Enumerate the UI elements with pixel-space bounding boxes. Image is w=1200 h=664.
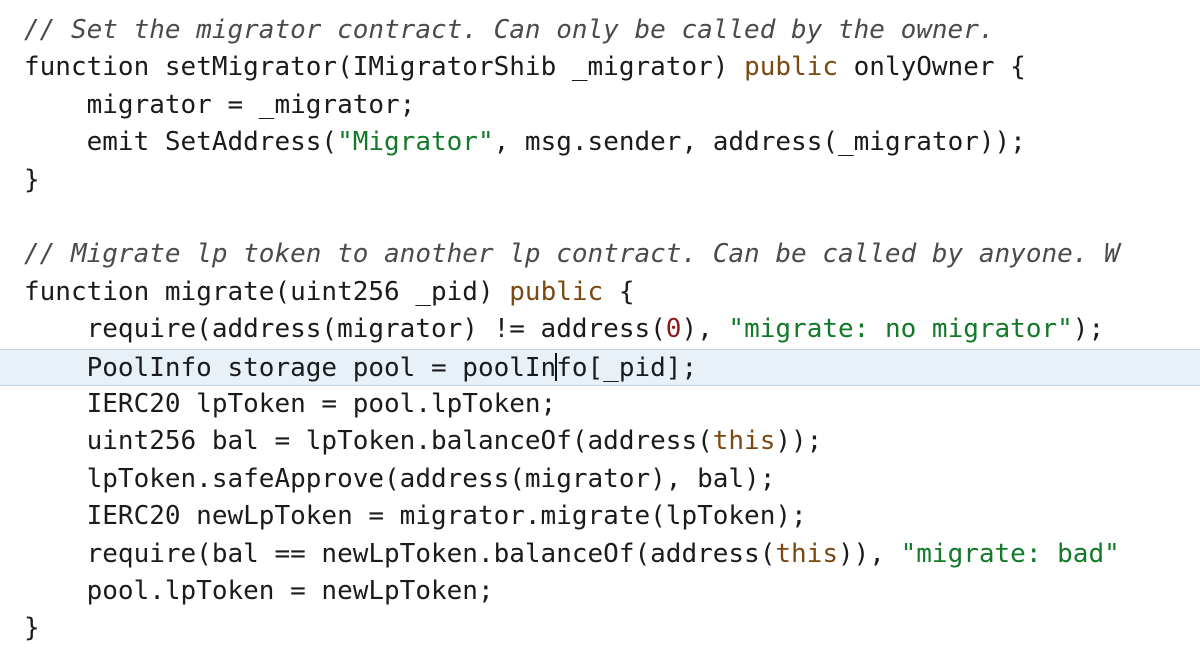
code-token-plain: emit SetAddress( bbox=[24, 127, 338, 158]
code-line[interactable]: lpToken.safeApprove(address(migrator), b… bbox=[0, 461, 1200, 498]
code-token-number: 0 bbox=[665, 314, 682, 345]
code-token-plain: migrator = _migrator; bbox=[24, 89, 416, 120]
code-token-plain: migrate(uint256 _pid) bbox=[149, 276, 510, 307]
code-token-plain: lpToken.safeApprove(address(migrator), b… bbox=[24, 463, 776, 494]
code-token-plain: { bbox=[603, 276, 635, 307]
code-token-plain: setMigrator(IMigratorShib _migrator) bbox=[149, 52, 745, 83]
code-line[interactable]: emit SetAddress("Migrator", msg.sender, … bbox=[0, 124, 1200, 161]
code-token-plain: ); bbox=[1072, 314, 1105, 345]
code-token-plain: IERC20 lpToken = pool.lpToken; bbox=[24, 389, 557, 419]
code-line[interactable]: } bbox=[0, 610, 1200, 647]
code-line[interactable]: require(address(migrator) != address(0),… bbox=[0, 311, 1200, 348]
code-token-plain: , msg.sender, address(_migrator)); bbox=[493, 127, 1026, 158]
code-line[interactable]: migrator = _migrator; bbox=[0, 87, 1200, 124]
code-token-plain: )), bbox=[837, 538, 901, 569]
code-line[interactable]: uint256 bal = lpToken.balanceOf(address(… bbox=[0, 423, 1200, 460]
code-token-plain: } bbox=[24, 613, 40, 644]
code-token-keyword: function bbox=[24, 52, 150, 83]
code-token-plain: pool.lpToken = newLpToken; bbox=[24, 576, 494, 606]
code-token-modifier: public bbox=[509, 276, 604, 307]
code-token-plain: require(address(migrator) != address( bbox=[24, 314, 666, 345]
code-token-plain: onlyOwner { bbox=[837, 52, 1026, 83]
code-line[interactable]: IERC20 lpToken = pool.lpToken; bbox=[0, 386, 1200, 423]
code-line[interactable]: require(bal == newLpToken.balanceOf(addr… bbox=[0, 536, 1200, 573]
code-token-plain: ), bbox=[681, 314, 729, 345]
code-line[interactable]: } bbox=[0, 162, 1200, 199]
code-token-plain: require(bal == newLpToken.balanceOf(addr… bbox=[24, 538, 776, 569]
code-line[interactable]: pool.lpToken = newLpToken; bbox=[0, 573, 1200, 610]
code-token-plain: IERC20 newLpToken = migrator.migrate(lpT… bbox=[24, 501, 807, 532]
code-line[interactable]: function setMigrator(IMigratorShib _migr… bbox=[0, 49, 1200, 86]
code-token-this: this bbox=[775, 538, 838, 569]
code-line[interactable]: // Migrate lp token to another lp contra… bbox=[0, 236, 1200, 273]
code-token-comment: // Migrate lp token to another lp contra… bbox=[24, 239, 1120, 270]
code-line-current[interactable]: PoolInfo storage pool = poolInfo[_pid]; bbox=[0, 348, 1200, 386]
code-token-plain: PoolInfo storage pool = poolIn bbox=[24, 352, 557, 383]
code-token-string: "migrate: bad" bbox=[900, 538, 1120, 569]
code-token-plain: fo[_pid]; bbox=[556, 352, 698, 383]
code-token-string: "migrate: no migrator" bbox=[728, 314, 1073, 345]
code-token-modifier: public bbox=[744, 52, 838, 83]
code-line[interactable] bbox=[0, 199, 1200, 236]
code-line[interactable]: function migrate(uint256 _pid) public { bbox=[0, 274, 1200, 311]
code-token-keyword: function bbox=[24, 276, 150, 307]
code-token-this: this bbox=[712, 426, 776, 457]
code-line[interactable]: IERC20 newLpToken = migrator.migrate(lpT… bbox=[0, 498, 1200, 535]
code-token-plain: } bbox=[24, 164, 40, 195]
code-token-string: "Migrator" bbox=[337, 127, 494, 158]
code-token-plain: uint256 bal = lpToken.balanceOf(address( bbox=[24, 426, 713, 457]
code-line[interactable]: // Set the migrator contract. Can only b… bbox=[0, 12, 1200, 49]
code-token-plain: )); bbox=[775, 426, 823, 457]
code-token-comment: // Set the migrator contract. Can only b… bbox=[24, 15, 995, 45]
text-cursor bbox=[555, 352, 558, 381]
